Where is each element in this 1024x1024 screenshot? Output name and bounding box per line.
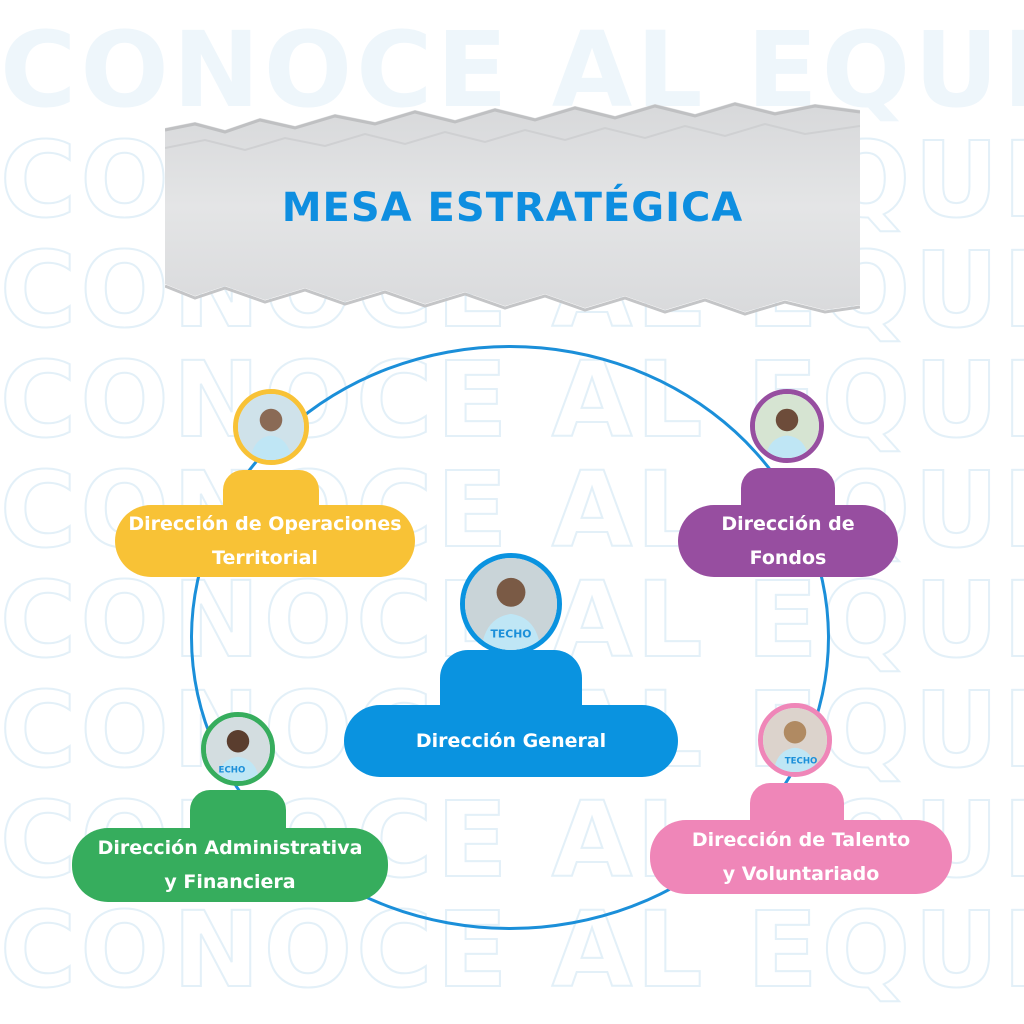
label-talento: Dirección de Talento y Voluntariado: [650, 820, 952, 894]
connector-operaciones: [223, 470, 319, 510]
svg-text:TECHO: TECHO: [785, 756, 818, 766]
avatar-operaciones: [233, 389, 309, 465]
avatar-general: TECHO: [460, 553, 562, 655]
label-operaciones: Dirección de Operaciones Territorial: [115, 505, 415, 577]
connector-fondos: [741, 468, 835, 508]
connection-ring: [190, 345, 830, 930]
svg-text:ECHO: ECHO: [219, 765, 246, 775]
label-general: Dirección General: [344, 705, 678, 777]
svg-text:TECHO: TECHO: [491, 627, 532, 640]
connector-general: [440, 650, 582, 710]
avatar-administrativa: ECHO: [201, 712, 275, 786]
connector-talento: [750, 783, 844, 823]
connector-administrativa: [190, 790, 286, 830]
avatar-talento: TECHO: [758, 703, 832, 777]
label-fondos: Dirección de Fondos: [678, 505, 898, 577]
label-administrativa: Dirección Administrativa y Financiera: [72, 828, 388, 902]
torn-paper-banner: [165, 102, 860, 316]
page-title: MESA ESTRATÉGICA: [281, 185, 744, 231]
avatar-fondos: [750, 389, 824, 463]
watermark-row-1: CONOCE AL EQUIPO: [0, 9, 1024, 131]
